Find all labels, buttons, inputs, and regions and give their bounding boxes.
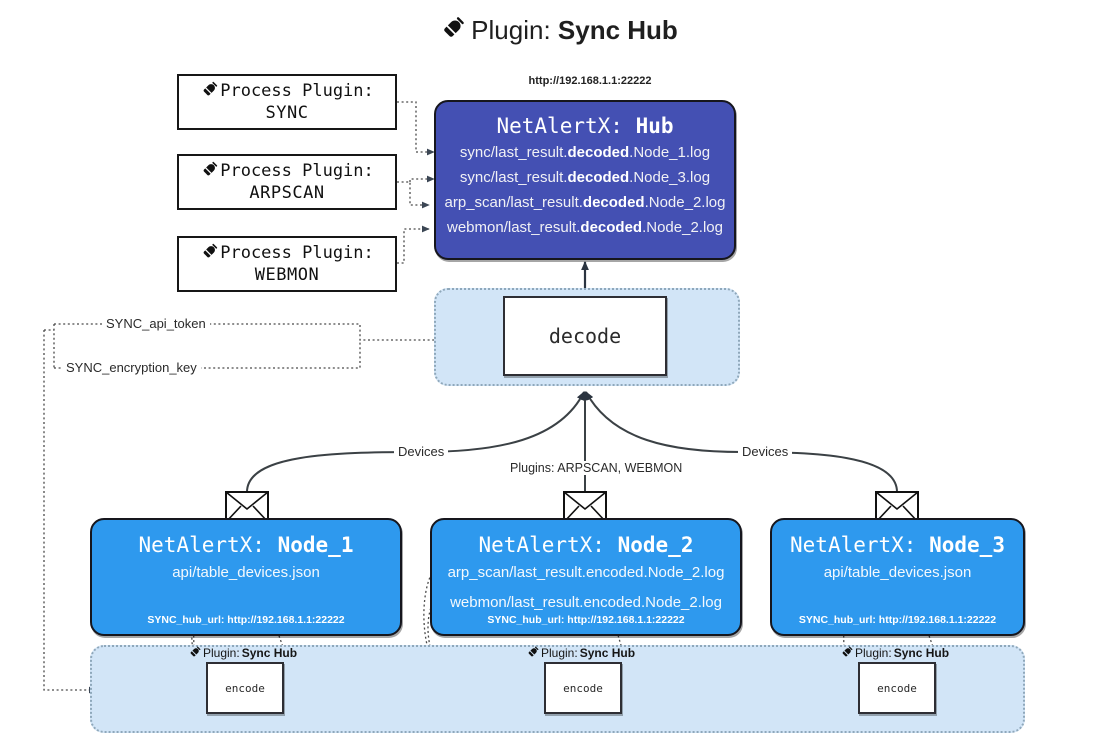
- plug-icon: [526, 646, 539, 660]
- hub-logline: sync/last_result.decoded.Node_1.log: [459, 144, 711, 161]
- hub-title: NetAlertX: Hub: [496, 112, 673, 140]
- page-title-name: Sync Hub: [557, 15, 678, 45]
- hub-url-label: http://192.168.1.1:22222: [528, 75, 652, 87]
- process-plugin-name: ARPSCAN: [249, 183, 325, 203]
- plug-icon: [200, 80, 218, 102]
- node-box-node-2[interactable]: NetAlertX: Node_2 arp_scan/last_result.e…: [430, 518, 742, 636]
- encode-box-node-3[interactable]: encode: [858, 662, 936, 714]
- process-plugin-name: SYNC: [265, 103, 309, 123]
- hub-logline: arp_scan/last_result.decoded.Node_2.log: [444, 194, 726, 211]
- node-box-node-3[interactable]: NetAlertX: Node_3 api/table_devices.json…: [770, 518, 1025, 636]
- node-box-node-1[interactable]: NetAlertX: Node_1 api/table_devices.json…: [90, 518, 402, 636]
- encoder-caption-node-3: Plugin: Sync Hub: [840, 646, 949, 660]
- envelope-icon: [875, 491, 919, 528]
- plug-icon: [200, 242, 218, 264]
- process-plugin-name: WEBMON: [254, 265, 320, 285]
- node-line: arp_scan/last_result.encoded.Node_2.log: [447, 564, 725, 581]
- node-line: api/table_devices.json: [823, 564, 972, 581]
- plug-icon: [840, 646, 853, 660]
- secret-label-encryption-key: SYNC_encryption_key: [62, 360, 201, 375]
- node-title: NetAlertX: Node_3: [790, 533, 1005, 557]
- encoder-caption-node-2: Plugin: Sync Hub: [526, 646, 635, 660]
- secret-label-api-token: SYNC_api_token: [102, 316, 210, 331]
- node-footer: SYNC_hub_url: http://192.168.1.1:22222: [798, 614, 997, 626]
- plug-icon: [200, 160, 218, 182]
- node-footer: SYNC_hub_url: http://192.168.1.1:22222: [147, 614, 345, 626]
- page-title: Plugin: Sync Hub: [0, 14, 1117, 49]
- edge-label-devices-right: Devices: [738, 444, 793, 459]
- plug-icon: [439, 16, 465, 49]
- hub-logline: webmon/last_result.decoded.Node_2.log: [447, 219, 723, 236]
- hub-title-name: Hub: [635, 114, 674, 138]
- process-plugin-label: Process Plugin:: [220, 81, 374, 101]
- edge-label-devices-left: Devices: [394, 444, 449, 459]
- process-plugin-label: Process Plugin:: [220, 243, 374, 263]
- node-line: webmon/last_result.encoded.Node_2.log: [450, 594, 722, 611]
- decode-box[interactable]: decode: [503, 296, 667, 376]
- node-title: NetAlertX: Node_2: [478, 533, 694, 557]
- encoder-caption-node-1: Plugin: Sync Hub: [188, 646, 297, 660]
- node-title: NetAlertX: Node_1: [138, 533, 354, 557]
- hub-title-prefix: NetAlertX:: [496, 114, 623, 138]
- plug-icon: [188, 646, 201, 660]
- encode-box-node-2[interactable]: encode: [544, 662, 622, 714]
- node-line: api/table_devices.json: [172, 564, 320, 581]
- page-title-prefix: Plugin:: [471, 15, 551, 45]
- envelope-icon: [563, 491, 607, 528]
- process-plugin-label: Process Plugin:: [220, 161, 374, 181]
- process-plugin-arpscan[interactable]: Process Plugin: ARPSCAN: [177, 154, 397, 210]
- encode-box-node-1[interactable]: encode: [206, 662, 284, 714]
- hub-node[interactable]: NetAlertX: Hub sync/last_result.decoded.…: [434, 100, 736, 260]
- edge-label-plugins: Plugins: ARPSCAN, WEBMON: [506, 461, 687, 475]
- hub-logline: sync/last_result.decoded.Node_3.log: [459, 169, 711, 186]
- process-plugin-sync[interactable]: Process Plugin: SYNC: [177, 74, 397, 130]
- process-plugin-webmon[interactable]: Process Plugin: WEBMON: [177, 236, 397, 292]
- node-footer: SYNC_hub_url: http://192.168.1.1:22222: [487, 614, 685, 626]
